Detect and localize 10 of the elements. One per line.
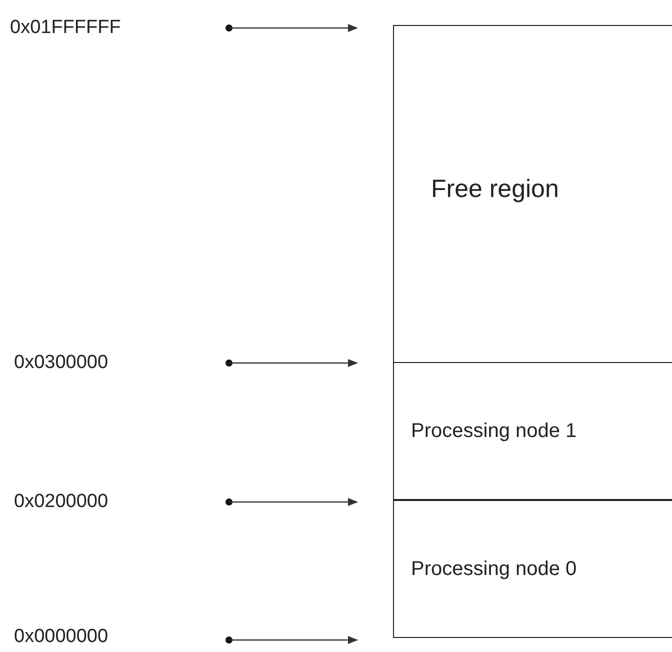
address-text: 0x01FFFFFF [10, 16, 121, 40]
memory-region [393, 500, 672, 638]
address-text: 0x0200000 [14, 490, 108, 514]
region-label: Processing node 0 [411, 557, 577, 582]
region-label: Processing node 1 [411, 419, 577, 444]
region-label: Free region [431, 174, 559, 206]
memory-region [393, 25, 672, 363]
address-text: 0x0000000 [14, 624, 108, 649]
memory-region [393, 362, 672, 500]
address-text: 0x0300000 [14, 350, 108, 375]
